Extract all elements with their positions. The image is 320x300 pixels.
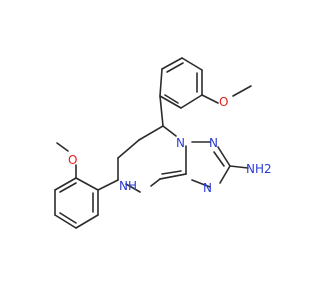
bond: [201, 94, 219, 104]
top-phenyl-ring: [159, 57, 203, 109]
nitrogen-atom-top-triazole: N: [209, 136, 218, 150]
bond: [54, 214, 77, 229]
nitrogen-atom-bottom-triazole: N: [203, 181, 212, 195]
bond: [191, 179, 211, 188]
bond: [54, 177, 77, 191]
bond: [159, 68, 163, 97]
double-bond: [59, 182, 77, 193]
bond: [75, 214, 99, 229]
nitrogen-atom-bridge: N: [176, 136, 185, 150]
bond: [159, 95, 182, 109]
bond: [56, 142, 69, 152]
triazole-ring: [150, 141, 249, 188]
bottom-phenyl-ring: [54, 177, 119, 229]
bond: [229, 165, 249, 169]
oxygen-atom-left: O: [68, 153, 77, 167]
nh-atom: NH: [119, 179, 137, 193]
bond: [159, 95, 164, 127]
central-ring: [117, 125, 177, 193]
bond: [180, 94, 203, 109]
bond: [232, 85, 252, 97]
bond: [125, 183, 141, 193]
double-bond: [161, 170, 182, 175]
bond: [161, 57, 183, 70]
molecule-structure-diagram: O O: [54, 57, 272, 229]
bond: [138, 125, 164, 141]
bond: [97, 179, 119, 191]
oxygen-atom-top: O: [219, 95, 228, 109]
double-bond: [59, 212, 77, 224]
double-bond: [166, 62, 184, 73]
bond: [75, 177, 99, 191]
nh2-group: NH2: [246, 162, 272, 176]
bond: [219, 165, 231, 184]
bond: [217, 146, 231, 167]
bond: [117, 139, 140, 159]
bond: [159, 173, 187, 180]
bond: [150, 178, 161, 187]
bond: [181, 57, 203, 71]
bond: [162, 125, 177, 137]
double-bond: [164, 94, 179, 104]
double-bond: [213, 151, 225, 167]
